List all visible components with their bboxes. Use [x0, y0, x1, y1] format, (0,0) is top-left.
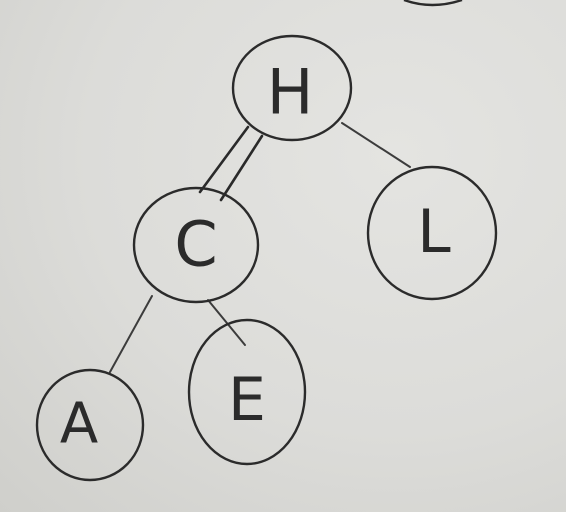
node-h-label: H	[267, 56, 314, 129]
node-e: E	[187, 318, 307, 466]
node-e-label: E	[228, 365, 266, 435]
node-a: A	[35, 368, 145, 482]
edge-h-c-line-2	[219, 134, 264, 202]
node-c-circle	[132, 186, 260, 304]
edge-c-e	[207, 299, 246, 346]
partial-node-top	[403, 0, 463, 7]
node-a-label: A	[60, 392, 98, 457]
node-c: C	[132, 186, 260, 304]
node-a-circle	[35, 368, 145, 482]
edge-h-c-line-1	[198, 125, 250, 194]
edge-h-l	[341, 122, 411, 168]
node-c-label: C	[174, 208, 217, 281]
node-l: L	[366, 165, 498, 301]
node-h-circle	[231, 34, 353, 142]
node-e-circle	[187, 318, 307, 466]
node-h: H	[231, 34, 353, 142]
edge-h-c	[198, 125, 264, 202]
node-l-label: L	[417, 197, 451, 267]
node-l-circle	[366, 165, 498, 301]
edge-c-a	[109, 295, 153, 373]
